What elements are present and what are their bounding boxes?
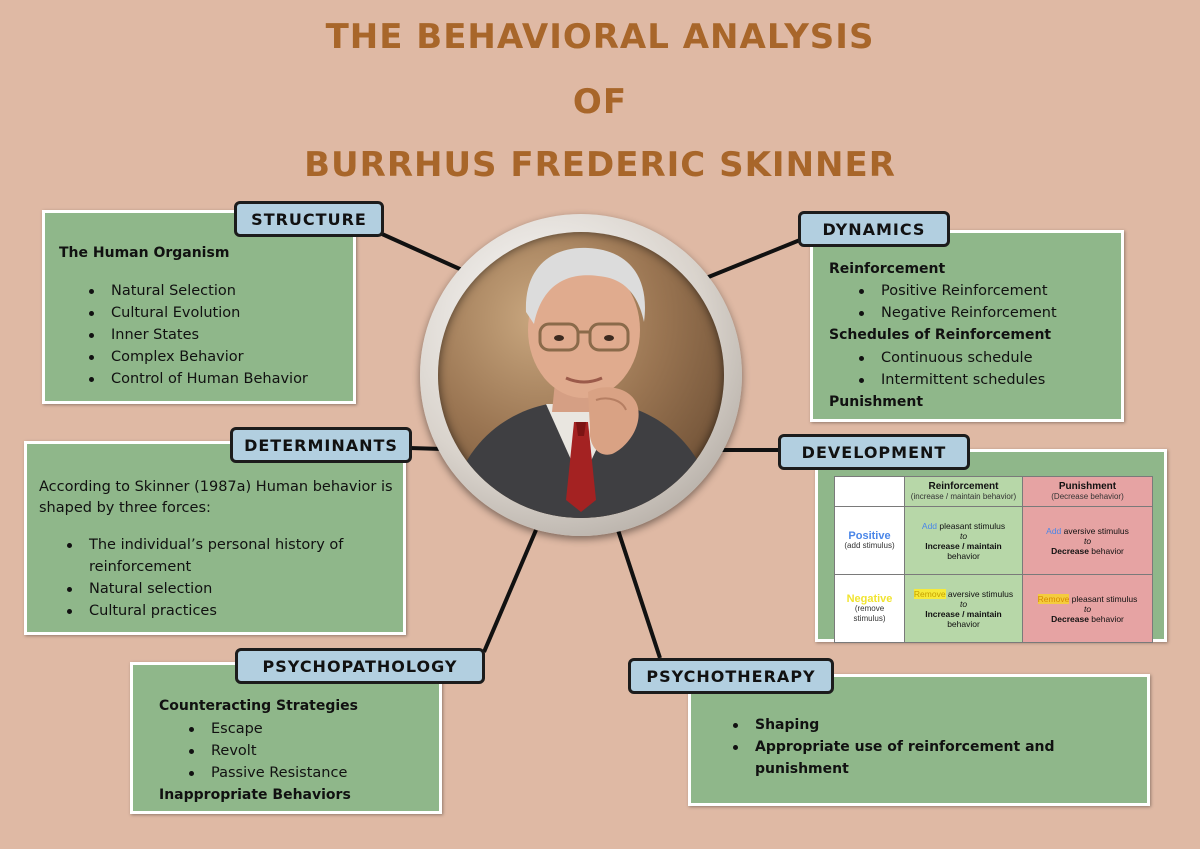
table-row-header-negative: Negative (remove stimulus) xyxy=(834,574,905,643)
list-item: Escape xyxy=(188,718,347,740)
list-item: Appropriate use of reinforcement and pun… xyxy=(733,736,1147,780)
table-cell-negative-punishment: Remove pleasant stimulus to Decrease beh… xyxy=(1022,574,1153,643)
list-item: Passive Resistance xyxy=(188,762,347,784)
dynamics-box: Reinforcement Positive Reinforcement Neg… xyxy=(810,230,1124,422)
connector-structure xyxy=(381,232,463,272)
psychopathology-box: Counteracting Strategies Escape Revolt P… xyxy=(130,662,442,814)
psychotherapy-label: PSYCHOTHERAPY xyxy=(628,658,834,694)
table-cell-negative-reinforcement: Remove aversive stimulus to Increase / m… xyxy=(904,574,1023,643)
table-header-reinforcement: Reinforcement (increase / maintain behav… xyxy=(904,476,1023,507)
dynamics-heading-schedules: Schedules of Reinforcement xyxy=(829,327,1052,343)
psychotherapy-box: Shaping Appropriate use of reinforcement… xyxy=(688,674,1150,806)
structure-box: The Human Organism Natural Selection Cul… xyxy=(42,210,356,404)
determinants-intro: According to Skinner (1987a) Human behav… xyxy=(39,479,393,516)
determinants-list: The individual’s personal history of rei… xyxy=(67,534,389,622)
list-item: Natural selection xyxy=(67,578,389,600)
title-line-2: OF xyxy=(572,82,628,122)
table-cell-positive-reinforcement: Add pleasant stimulus to Increase / main… xyxy=(904,506,1023,575)
structure-heading: The Human Organism xyxy=(59,245,230,261)
title-line-1: THE BEHAVIORAL ANALYSIS xyxy=(325,17,875,57)
structure-label: STRUCTURE xyxy=(234,201,384,237)
determinants-label: DETERMINANTS xyxy=(230,427,412,463)
structure-list: Natural Selection Cultural Evolution Inn… xyxy=(89,280,308,390)
dynamics-list-1: Positive Reinforcement Negative Reinforc… xyxy=(859,280,1057,324)
connector-psychotherapy xyxy=(616,529,662,659)
list-item: Complex Behavior xyxy=(89,346,308,368)
portrait-illustration xyxy=(448,247,718,518)
list-item: Shaping xyxy=(733,714,1147,736)
list-item: Revolt xyxy=(188,740,347,762)
list-item: Negative Reinforcement xyxy=(859,302,1057,324)
psychotherapy-list: Shaping Appropriate use of reinforcement… xyxy=(733,714,1147,780)
table-corner-cell xyxy=(834,476,905,507)
psychopathology-heading-behaviors: Inappropriate Behaviors xyxy=(159,787,351,803)
development-label: DEVELOPMENT xyxy=(778,434,970,470)
connector-psychopathology xyxy=(482,529,538,653)
list-item: The individual’s personal history of rei… xyxy=(67,534,389,578)
list-item: Intermittent schedules xyxy=(858,369,1045,391)
psychopathology-heading-strategies: Counteracting Strategies xyxy=(159,698,358,714)
table-row-header-positive: Positive (add stimulus) xyxy=(834,506,905,575)
list-item: Inner States xyxy=(89,324,308,346)
connector-determinants xyxy=(409,446,443,451)
reinforcement-punishment-table: Reinforcement (increase / maintain behav… xyxy=(834,476,1153,643)
dynamics-heading-reinforcement: Reinforcement xyxy=(829,261,946,277)
title-line-3: BURRHUS FREDERIC SKINNER xyxy=(304,145,896,185)
dynamics-list-2: Continuous schedule Intermittent schedul… xyxy=(858,347,1045,391)
table-header-punishment: Punishment (Decrease behavior) xyxy=(1022,476,1153,507)
portrait-photo xyxy=(438,232,724,518)
list-item: Control of Human Behavior xyxy=(89,368,308,390)
portrait-frame xyxy=(420,214,742,536)
psychopathology-list: Escape Revolt Passive Resistance xyxy=(188,718,347,784)
list-item: Positive Reinforcement xyxy=(859,280,1057,302)
psychopathology-label: PSYCHOPATHOLOGY xyxy=(235,648,485,684)
list-item: Continuous schedule xyxy=(858,347,1045,369)
connector-dynamics xyxy=(705,238,801,280)
dynamics-heading-punishment: Punishment xyxy=(829,394,924,410)
list-item: Cultural practices xyxy=(67,600,389,622)
determinants-box: According to Skinner (1987a) Human behav… xyxy=(24,441,406,635)
dynamics-label: DYNAMICS xyxy=(798,211,950,247)
list-item: Natural Selection xyxy=(89,280,308,302)
development-box: Reinforcement (increase / maintain behav… xyxy=(815,449,1167,643)
table-cell-positive-punishment: Add aversive stimulus to Decrease behavi… xyxy=(1022,506,1153,575)
list-item: Cultural Evolution xyxy=(89,302,308,324)
